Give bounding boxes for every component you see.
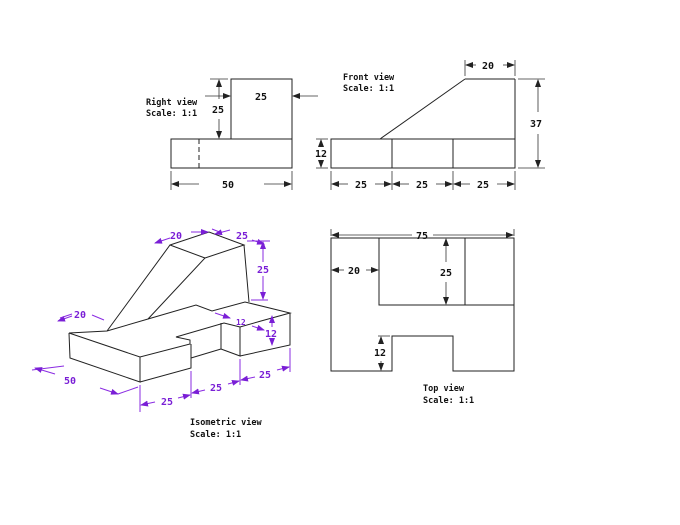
top-view: 75 20 25 12 Top view Scale: 1:1: [330, 229, 515, 406]
iso-view-title: Isometric view: [190, 417, 263, 428]
iso-right-block: [239, 313, 291, 357]
right-view-title: Right view: [146, 97, 198, 108]
top-view-dim-offset: 20: [348, 266, 360, 277]
iso-view-scale: Scale: 1:1: [190, 430, 241, 440]
iso-upright-back-edge: [243, 244, 250, 303]
front-view-base: [330, 138, 516, 169]
iso-front-left-face: [68, 332, 141, 383]
top-view-dim-notch: 12: [374, 348, 386, 359]
iso-dim-seg1: 25: [161, 397, 173, 408]
iso-slope-face: [106, 244, 206, 332]
iso-dim-notch-12a: 12: [236, 318, 246, 327]
iso-dim-height-25: 25: [257, 265, 269, 276]
right-view-dim-width: 50: [222, 180, 234, 191]
iso-dim-seg3: 25: [259, 370, 271, 381]
iso-dim-seg2: 25: [210, 383, 222, 394]
right-view-dim-upper-width: 25: [255, 92, 267, 103]
front-view: 20 37 12 25 25 25 Front view Scale: 1:1: [315, 60, 545, 191]
top-view-scale: Scale: 1:1: [423, 396, 474, 406]
front-view-dim-seg3: 25: [477, 180, 489, 191]
top-view-title: Top view: [423, 383, 465, 394]
top-view-dim-depth: 25: [440, 268, 452, 279]
top-view-inner-rect: [378, 238, 514, 306]
top-view-outline: [330, 237, 515, 372]
iso-dim-notch-12b: 12: [265, 329, 277, 340]
right-view-upright: [230, 78, 293, 140]
front-view-title: Front view: [343, 72, 395, 83]
iso-dim-top-25: 25: [236, 231, 248, 242]
front-view-dim-base: 12: [315, 149, 327, 160]
right-view-scale: Scale: 1:1: [146, 109, 197, 119]
right-view: 50 25 25 Right view Scale: 1:1: [146, 78, 318, 191]
right-view-base: [170, 138, 293, 169]
front-view-slope: [379, 78, 466, 140]
iso-upright-top: [169, 231, 246, 259]
front-view-dim-seg2: 25: [416, 180, 428, 191]
front-view-scale: Scale: 1:1: [343, 84, 394, 94]
iso-top-face: [68, 301, 292, 358]
iso-dim-left-20: 20: [74, 310, 86, 321]
right-view-dim-upper-height: 25: [212, 105, 224, 116]
front-view-dim-seg1: 25: [355, 180, 367, 191]
front-view-dim-height: 37: [530, 119, 542, 130]
iso-dim-depth-50: 50: [64, 376, 76, 387]
isometric-view: 20 25 25 20 50 25 25 25 12: [31, 228, 292, 440]
front-view-dim-top: 20: [482, 61, 494, 72]
iso-front-right-face: [139, 344, 192, 383]
top-view-dim-width: 75: [416, 231, 428, 242]
iso-dim-top-20: 20: [170, 231, 182, 242]
